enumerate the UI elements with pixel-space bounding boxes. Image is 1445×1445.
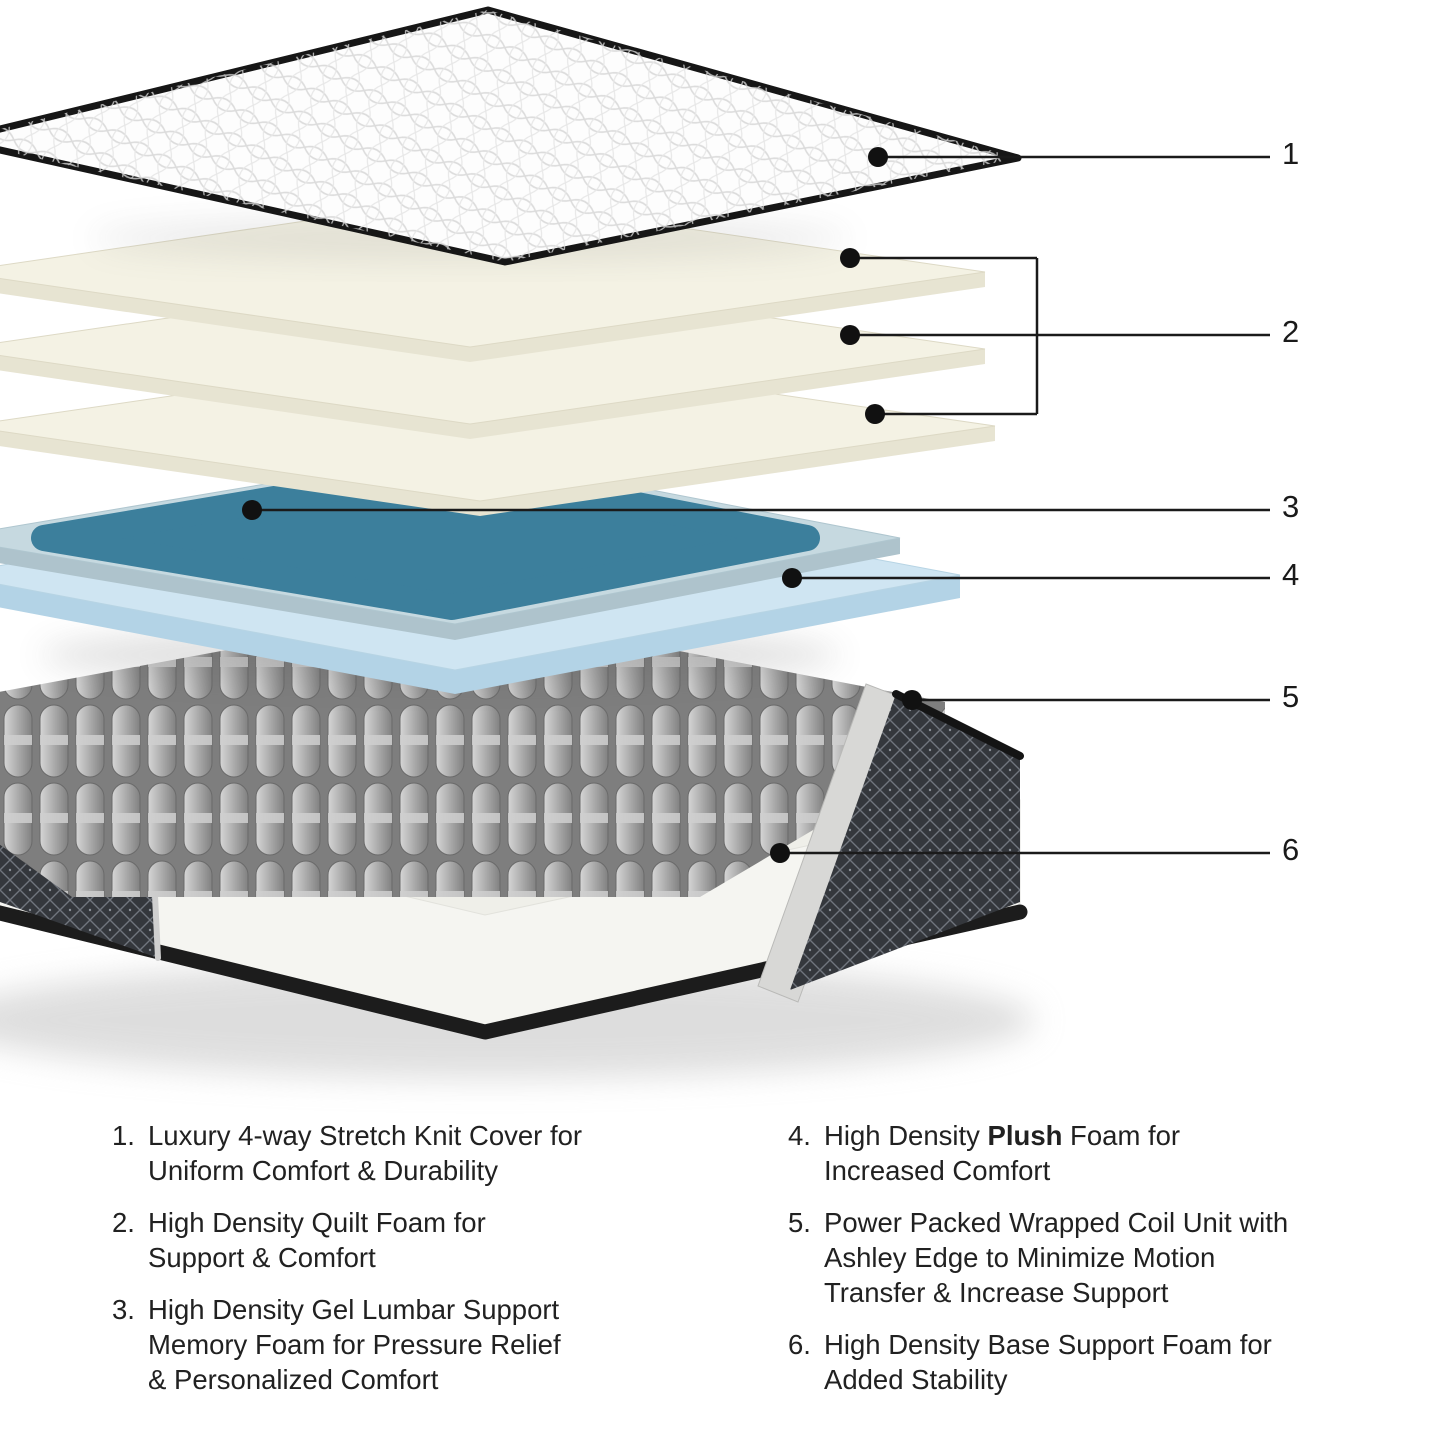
legend-text-3: High Density Gel Lumbar Support Memory F… xyxy=(148,1294,561,1395)
legend-text-4-prefix: High Density xyxy=(824,1120,988,1151)
callout-lines xyxy=(252,155,1270,855)
callout-number-1: 1 xyxy=(1282,136,1300,171)
callout-dot-3 xyxy=(242,500,262,520)
legend-number-5: 5. xyxy=(788,1207,811,1238)
callout-dot-2a xyxy=(840,248,860,268)
legend-text-1: Luxury 4-way Stretch Knit Cover for Unif… xyxy=(148,1120,583,1186)
gel-lumbar-layer xyxy=(0,451,901,640)
callout-number-4: 4 xyxy=(1282,557,1300,592)
legend-item-3: 3. High Density Gel Lumbar Support Memor… xyxy=(112,1292,672,1397)
legend-text-4-suffix: Foam for Increased Comfort xyxy=(824,1120,1181,1186)
callout-number-3: 3 xyxy=(1282,489,1300,524)
legend-text-6: High Density Base Support Foam for Added… xyxy=(824,1329,1272,1395)
legend-item-2: 2. High Density Quilt Foam for Support &… xyxy=(112,1205,672,1275)
callout-dot-5 xyxy=(902,690,922,710)
coil-unit-layer xyxy=(0,608,945,897)
legend-number-2: 2. xyxy=(112,1207,135,1238)
legend-item-6: 6. High Density Base Support Foam for Ad… xyxy=(788,1327,1348,1397)
knit-cover-layer xyxy=(0,6,1022,266)
callout-dot-4 xyxy=(782,568,802,588)
legend-item-4: 4. High Density Plush Foam for Increased… xyxy=(788,1118,1348,1188)
legend-text-4: High Density Plush Foam for Increased Co… xyxy=(824,1118,1180,1188)
callout-dot-1 xyxy=(868,147,888,167)
legend-number-6: 6. xyxy=(788,1329,811,1360)
callout-dot-6 xyxy=(770,843,790,863)
legend-number-4: 4. xyxy=(788,1120,811,1151)
legend-right-column: 4. High Density Plush Foam for Increased… xyxy=(788,1118,1348,1414)
callout-number-5: 5 xyxy=(1282,679,1300,714)
gel-pad xyxy=(31,456,820,620)
legend-left-column: 1. Luxury 4-way Stretch Knit Cover for U… xyxy=(112,1118,672,1414)
legend-item-1: 1. Luxury 4-way Stretch Knit Cover for U… xyxy=(112,1118,672,1188)
legend-number-3: 3. xyxy=(112,1294,135,1325)
callout-dots xyxy=(242,147,922,863)
legend-text-5: Power Packed Wrapped Coil Unit with Ashl… xyxy=(824,1207,1289,1308)
callout-number-2: 2 xyxy=(1282,314,1300,349)
legend-number-1: 1. xyxy=(112,1120,135,1151)
legend-item-5: 5. Power Packed Wrapped Coil Unit with A… xyxy=(788,1205,1348,1310)
callout-dot-2c xyxy=(865,404,885,424)
legend-text-4-bold: Plush xyxy=(987,1120,1063,1151)
legend-text-2: High Density Quilt Foam for Support & Co… xyxy=(148,1207,486,1273)
callout-dot-2b xyxy=(840,325,860,345)
callout-number-6: 6 xyxy=(1282,832,1300,867)
